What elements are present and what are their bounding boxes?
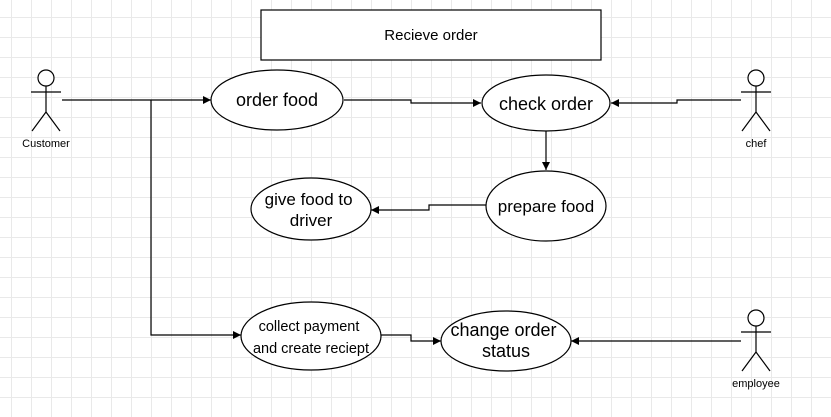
svg-text:collect payment and crea: collect payment and create reciept xyxy=(253,319,369,357)
actor-customer-icon xyxy=(31,69,61,132)
edge-order-food-check-order xyxy=(344,99,481,107)
edge-collect-payment-change-status xyxy=(381,334,441,345)
usecase-give-food-to-driver[interactable]: give food to driver xyxy=(250,177,372,241)
actor-chef-label: chef xyxy=(746,138,768,150)
actor-customer[interactable]: Customer xyxy=(22,69,70,150)
usecase-change-order-status[interactable]: change order status xyxy=(440,310,572,372)
usecase-prepare-food-label: prepare food xyxy=(498,197,594,216)
svg-text:prepare food: prepare food xyxy=(498,197,594,216)
actor-employee-label: employee xyxy=(732,378,780,390)
usecase-order-food-label: order food xyxy=(236,90,318,110)
usecase-give-food-label-line-1: give food to xyxy=(265,190,353,209)
title-text: Recieve order xyxy=(384,27,477,44)
usecase-give-food-label-line-2: driver xyxy=(290,211,333,230)
usecase-collect-payment[interactable]: collect payment and create reciept xyxy=(240,301,382,371)
usecase-prepare-food[interactable]: prepare food xyxy=(485,170,607,242)
usecase-check-order-label: check order xyxy=(499,94,593,114)
usecase-order-food[interactable]: order food xyxy=(210,69,344,131)
usecase-collect-payment-label-line-1: collect payment xyxy=(259,319,360,335)
actor-employee-icon xyxy=(741,309,771,372)
actor-customer-label: Customer xyxy=(22,138,70,150)
actor-chef-icon xyxy=(741,69,771,132)
edge-customer-collect-payment xyxy=(150,100,241,339)
svg-text:give food to driver: give food to driver xyxy=(265,190,358,230)
title-box[interactable]: Recieve order xyxy=(260,9,602,61)
usecase-change-status-label-line-1: change order xyxy=(450,320,556,340)
actor-employee[interactable]: employee xyxy=(732,309,780,390)
actor-chef[interactable]: chef xyxy=(741,69,771,150)
svg-text:order food: order food xyxy=(236,90,318,110)
edge-chef-check-order xyxy=(611,99,741,107)
svg-text:check order: check order xyxy=(499,94,593,114)
usecase-collect-payment-label-line-2: and create reciept xyxy=(253,341,369,357)
edges xyxy=(62,96,741,345)
usecase-change-status-label-line-2: status xyxy=(482,341,530,361)
svg-text:change order status: change order status xyxy=(450,320,561,361)
usecase-check-order[interactable]: check order xyxy=(481,74,611,132)
edge-prepare-food-give-food xyxy=(371,204,486,214)
